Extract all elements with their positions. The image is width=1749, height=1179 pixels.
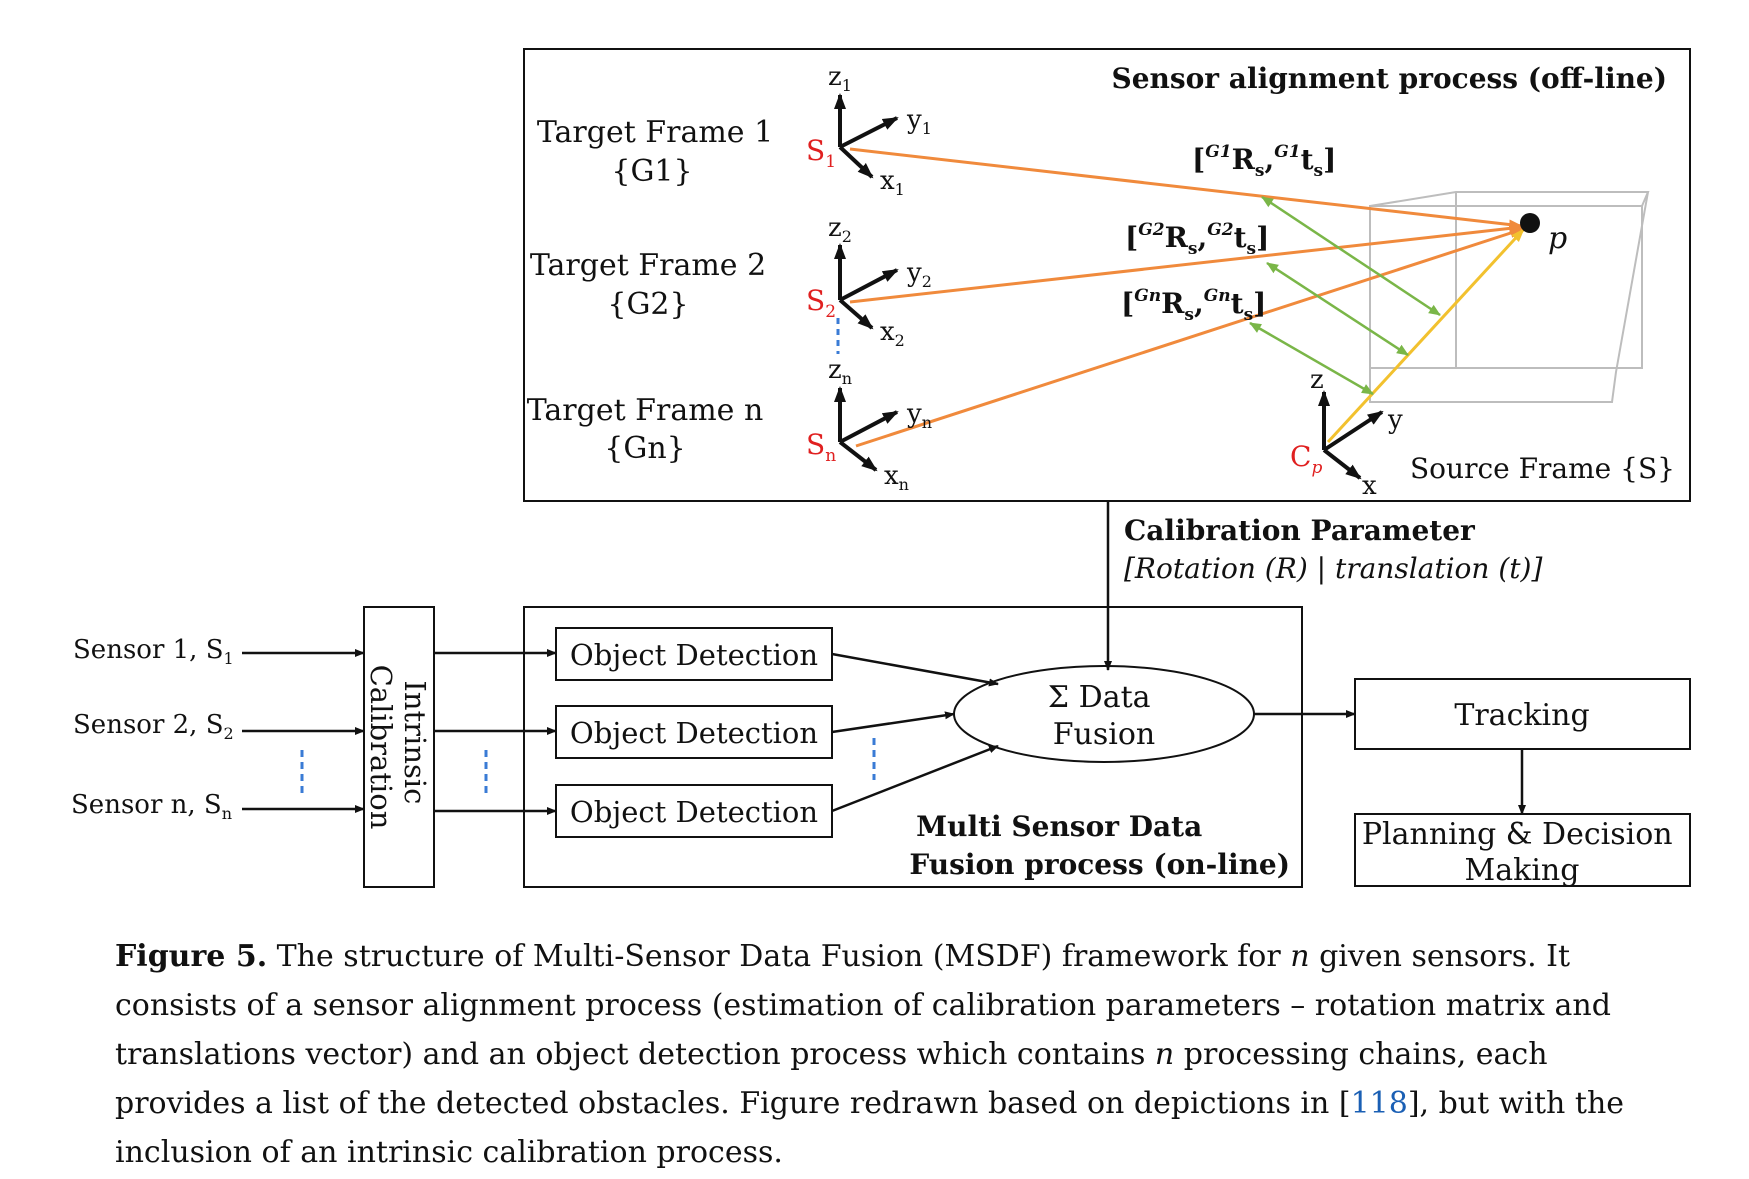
target-frame-2-set: {G2} <box>607 287 688 322</box>
sensor-1-x-label: x1 <box>880 166 905 199</box>
ray-cp-p <box>1326 227 1526 444</box>
detection-to-fusion-1 <box>831 652 999 687</box>
sensor-2-axes <box>834 243 899 330</box>
tracking-label: Tracking <box>1454 698 1589 733</box>
source-y-label: y <box>1387 405 1403 435</box>
transform-arrow-2 <box>1266 261 1409 357</box>
sensor-1-origin-label: S1 <box>806 134 836 172</box>
figure-label: Figure 5. <box>115 939 268 974</box>
object-detection-label-2: Object Detection <box>570 716 818 750</box>
transform-arrow-n <box>1249 321 1374 396</box>
target-frame-n-set: {Gn} <box>604 431 685 466</box>
source-frame-axes <box>1318 390 1384 480</box>
sensor-2-z-label: z2 <box>828 213 852 246</box>
intrinsic-calibration-label: Intrinsic Calibration <box>364 665 432 830</box>
detection-to-fusion-2 <box>831 711 955 734</box>
target-frame-1-label: Target Frame 1 <box>537 115 773 150</box>
point-p <box>1520 213 1540 233</box>
source-z-label: z <box>1310 365 1324 395</box>
target-frame-1-set: {G1} <box>611 154 692 189</box>
source-origin-label: Cp <box>1290 440 1322 478</box>
sensor-n-z-label: zn <box>828 355 852 388</box>
planning-box <box>1354 813 1691 887</box>
sensor-2-y-label: y2 <box>906 258 932 291</box>
sensor-1-z-label: z1 <box>828 62 852 95</box>
transform-arrow-1 <box>1261 195 1441 317</box>
data-fusion-label: Σ Data Fusion <box>1048 680 1160 752</box>
sensor-n-axes <box>834 386 899 472</box>
sensor-2-x-label: x2 <box>880 317 905 350</box>
figure-caption: Figure 5. The structure of Multi-Sensor … <box>115 939 1625 1170</box>
sensor-1-name: Sensor 1, S1 <box>73 635 234 668</box>
sensor-1-axes <box>834 93 899 179</box>
alignment-title: Sensor alignment process (off-line) <box>1111 62 1667 95</box>
sensor-n-x-label: xn <box>884 461 909 494</box>
sensor-n-origin-label: Sn <box>806 428 836 466</box>
sensor-1-y-label: y1 <box>906 105 932 138</box>
detection-to-fusion-n <box>831 744 999 813</box>
source-frame-label: Source Frame {S} <box>1410 452 1675 485</box>
transform-label-2: [G2Rs,G2ts] <box>1125 220 1269 259</box>
planning-label: Planning & Decision Making <box>1362 817 1682 888</box>
point-p-label: p <box>1548 221 1567 256</box>
calibration-title: Calibration Parameter <box>1124 514 1476 547</box>
online-panel <box>523 606 1303 888</box>
online-panel-title: Multi Sensor Data Fusion process (on-lin… <box>909 810 1290 881</box>
sensor-n-y-label: yn <box>906 399 932 432</box>
object-detection-label-1: Object Detection <box>570 638 818 672</box>
citation-link[interactable]: 118 <box>1350 1086 1408 1121</box>
sensor-n-name: Sensor n, Sn <box>71 790 232 823</box>
ray-s1-p <box>849 147 1523 230</box>
target-frame-2-label: Target Frame 2 <box>530 248 766 283</box>
transform-label-n: [GnRs,Gnts] <box>1121 286 1266 325</box>
msdf-diagram: Sensor alignment process (off-line) Targ… <box>71 48 1691 888</box>
sensor-2-name: Sensor 2, S2 <box>73 710 234 743</box>
transform-label-1: [G1Rs,G1ts] <box>1192 142 1336 181</box>
target-frame-n-label: Target Frame n <box>527 393 764 428</box>
source-x-label: x <box>1362 471 1377 501</box>
intrinsic-calibration-box <box>363 606 435 888</box>
object-detection-label-n: Object Detection <box>570 795 818 829</box>
calibration-subtitle: [Rotation (R) | translation (t)] <box>1124 552 1542 585</box>
sensor-2-origin-label: S2 <box>806 284 836 322</box>
